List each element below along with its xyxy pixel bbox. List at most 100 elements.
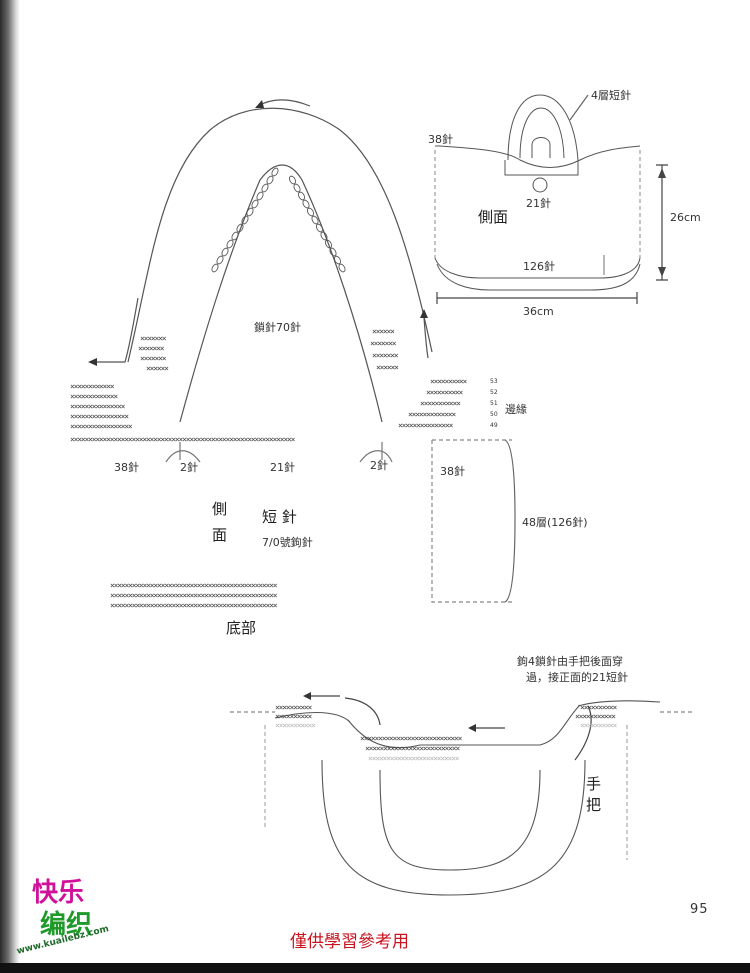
attach-stitch-right-1: ×××××××××× xyxy=(580,704,617,711)
bracket-2-right xyxy=(359,450,393,463)
chain-stitch-oval xyxy=(302,199,310,209)
chain-stitch-oval xyxy=(246,207,254,217)
label-2-right: 2針 xyxy=(370,459,388,472)
dim-26cm-arrow-up xyxy=(658,168,666,178)
chain-stitch-oval xyxy=(256,191,264,201)
stitch-handle-left-c: ××××××× xyxy=(140,355,167,362)
stitch-handle-left-b: ××××××× xyxy=(138,345,165,352)
chain-stitch-oval xyxy=(338,263,346,273)
label-handle-1: 手 xyxy=(586,775,602,793)
chain-stitch-oval xyxy=(231,231,239,241)
bracket-2-left xyxy=(165,450,201,463)
label-21-top: 21針 xyxy=(526,197,551,210)
label-21-mid: 21針 xyxy=(270,461,295,474)
label-2-left: 2針 xyxy=(180,461,198,474)
stitch-handle-left-a: ××××××× xyxy=(140,335,167,342)
watermark-line1: 快乐 xyxy=(32,878,85,908)
stitch-handle-left-d: ×××××× xyxy=(146,365,169,372)
stitch-handle-right-b: ××××××× xyxy=(370,340,397,347)
attach-stitch-right-3: ×××××××××× xyxy=(580,722,617,729)
stitch-left-2: ××××××××××××× xyxy=(70,393,118,400)
label-38-right: 38針 xyxy=(440,465,465,478)
stitch-left-1: ×××××××××××× xyxy=(70,383,115,390)
body-dashed-outline xyxy=(431,439,512,603)
rows-brace xyxy=(504,439,516,603)
attach-stitch-mid-1: ×××××××××××××××××××××××××××× xyxy=(360,735,462,742)
stitch-row-52: ×××××××××× xyxy=(426,389,463,396)
chain-stitch-oval xyxy=(297,191,306,201)
attach-stitch-left-2: ×××××××××× xyxy=(275,713,312,720)
leader-4-rows xyxy=(569,94,589,121)
label-38-top: 38針 xyxy=(428,133,453,146)
stitch-bottom-2: ××××××××××××××××××××××××××××××××××××××××… xyxy=(110,592,278,599)
attach-arrow-left-head xyxy=(303,692,311,700)
label-side-1: 側 xyxy=(212,500,228,518)
stitch-bottom-3: ××××××××××××××××××××××××××××××××××××××××… xyxy=(110,602,278,609)
attach-arrow-top xyxy=(344,697,381,726)
chain-stitch-oval xyxy=(241,215,249,225)
label-row-51: 51 xyxy=(490,400,498,407)
label-38-left: 38針 xyxy=(114,461,139,474)
chain-stitch-oval xyxy=(211,263,219,273)
label-note-line2: 過，接正面的21短針 xyxy=(526,671,628,684)
label-126-top: 126針 xyxy=(523,260,555,273)
stitch-left-3: ××××××××××××××× xyxy=(70,403,125,410)
stitch-base-row: ××××××××××××××××××××××××××××××××××××××××… xyxy=(70,436,295,443)
chain-stitch-oval xyxy=(271,167,279,177)
stitch-handle-right-c: ××××××× xyxy=(372,352,399,359)
arrow-top-left-head xyxy=(255,100,264,108)
footer-note: 僅供學習參考用 xyxy=(290,932,409,952)
label-hook-size: 7/0號鉤針 xyxy=(262,536,313,549)
page-number: 95 xyxy=(690,902,709,917)
label-row-49: 49 xyxy=(490,422,498,429)
arrow-right-head xyxy=(420,309,428,318)
stitch-row-51: ××××××××××× xyxy=(420,400,461,407)
chain-stitch-oval xyxy=(324,239,333,249)
label-short-stitch: 短 針 xyxy=(262,508,297,526)
dim-36cm-line xyxy=(436,292,638,304)
chain-stitch-oval xyxy=(221,247,229,257)
chain-stitch-oval xyxy=(311,215,319,225)
chain-stitch-oval xyxy=(226,239,234,249)
chain-stitch-oval xyxy=(261,183,269,193)
page-bottom-bar xyxy=(0,963,750,973)
label-small-side: 側面 xyxy=(478,208,509,226)
stitch-handle-right-d: ×××××× xyxy=(376,364,399,371)
label-36cm: 36cm xyxy=(523,305,554,318)
chain-stitch-oval xyxy=(333,255,342,265)
chain-stitch-oval xyxy=(315,223,324,233)
dim-26cm-line xyxy=(656,164,668,281)
label-48-rows: 48層(126針) xyxy=(522,516,588,529)
stitch-row-53: ×××××××××× xyxy=(430,378,467,385)
chain-stitch-oval xyxy=(306,207,315,217)
bag-sketch xyxy=(434,94,641,291)
label-side-2: 面 xyxy=(212,526,228,544)
chain-stitch-oval xyxy=(320,231,328,241)
arrow-right-up xyxy=(423,317,429,359)
arrow-left-down xyxy=(96,297,139,363)
attach-stitch-left-1: ×××××××××× xyxy=(275,704,312,711)
attach-stitch-mid-3: ××××××××××××××××××××××××× xyxy=(368,755,460,762)
arrow-left-head xyxy=(88,358,97,366)
label-4-rows-sc: 4層短針 xyxy=(591,89,631,102)
chain-stitch-oval xyxy=(288,175,297,185)
label-row-50: 50 xyxy=(490,411,498,418)
label-handle-2: 把 xyxy=(586,796,602,814)
stitch-left-4: ×××××××××××××××× xyxy=(70,413,129,420)
stitch-handle-right-a: ×××××× xyxy=(372,328,395,335)
stitch-bottom-1: ××××××××××××××××××××××××××××××××××××××××… xyxy=(110,582,278,589)
stitch-row-50: ××××××××××××× xyxy=(408,411,456,418)
book-binding-shadow xyxy=(0,0,20,973)
attach-stitch-left-3: ××××××××××× xyxy=(275,722,316,729)
label-edging: 邊緣 xyxy=(505,403,527,416)
attach-arrow-right xyxy=(574,705,592,761)
chain-stitch-oval xyxy=(293,183,301,193)
chain-stitch-oval xyxy=(329,247,337,257)
stitch-left-5: ××××××××××××××××× xyxy=(70,423,133,430)
label-26cm: 26cm xyxy=(670,211,701,224)
dim-26cm-arrow-down xyxy=(658,267,666,277)
label-row-52: 52 xyxy=(490,389,498,396)
stitch-row-49: ××××××××××××××× xyxy=(398,422,453,429)
